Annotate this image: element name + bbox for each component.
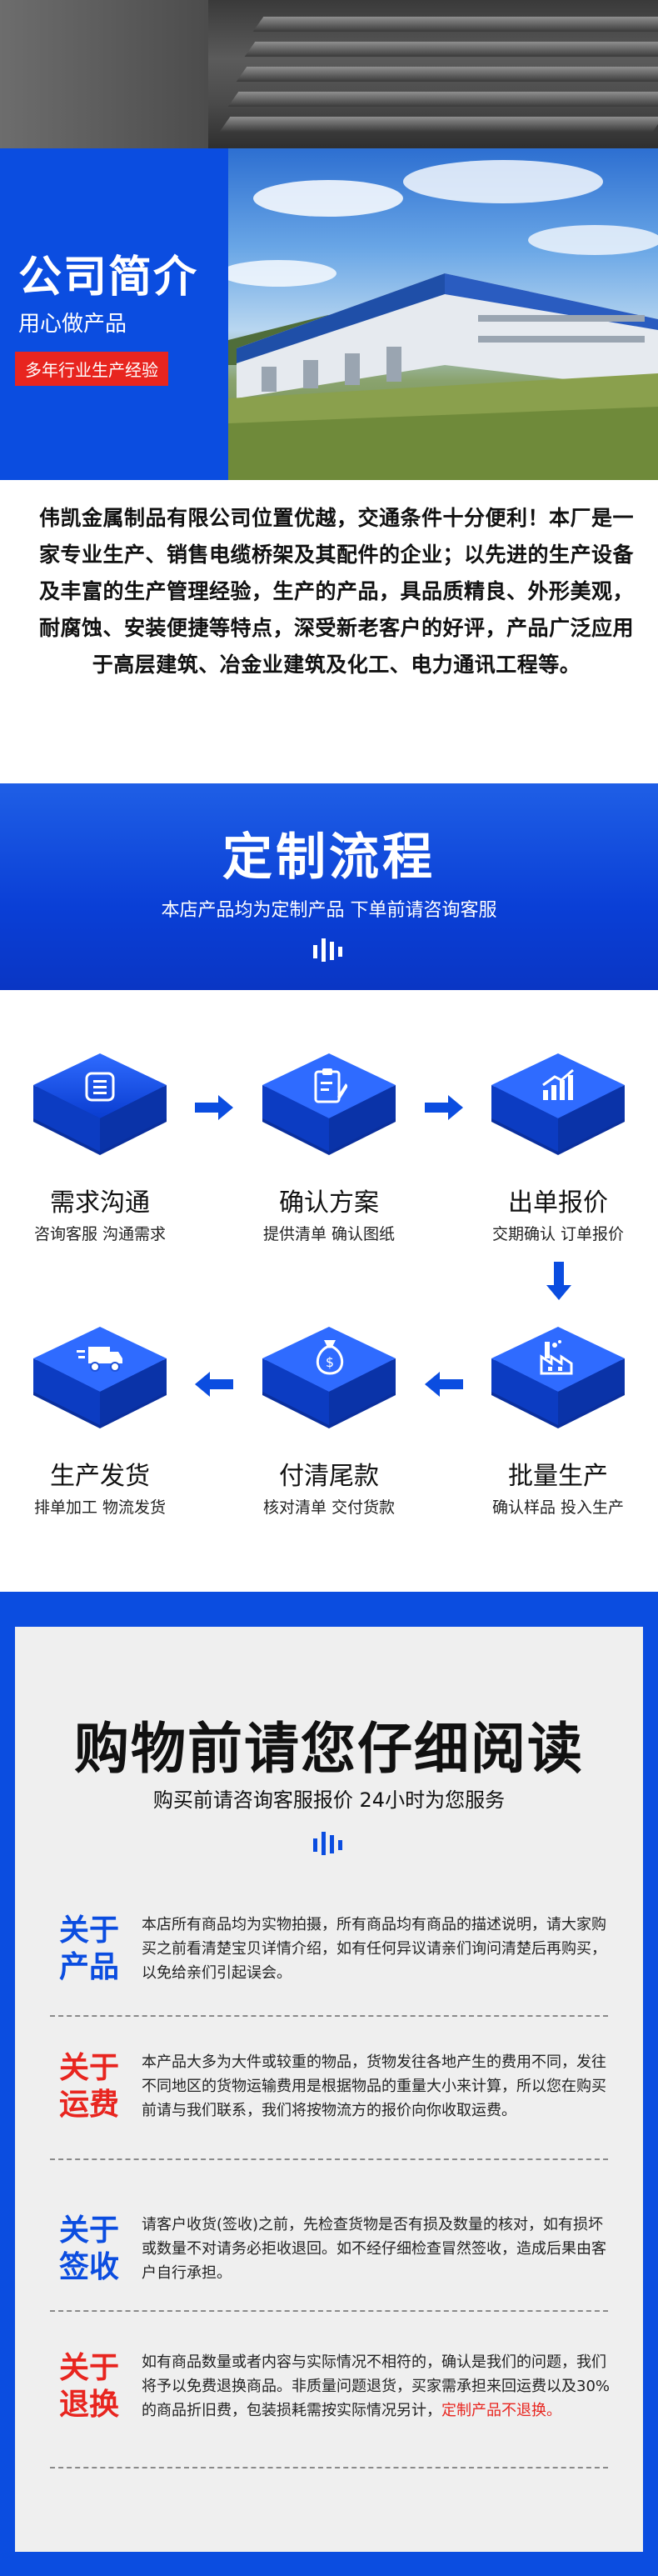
process-title: 定制流程 [222,828,436,887]
arrow-right-icon [425,1095,463,1120]
about-text: 请客户收货(签收)之前，先检查货物是否有损及数量的核对，如有损坏或数量不对请务必… [142,2216,606,2282]
about-label: 关于运费 [58,2051,119,2122]
step-title: 批量生产 [508,1462,608,1491]
about-text: 本产品大多为大件或较重的物品，货物发往各地产生的费用不同，发往不同地区的货物运输… [142,2053,606,2119]
experience-badge: 多年行业生产经验 [15,352,168,386]
step-tile [262,1327,396,1428]
step-desc: 提供清单 确认图纸 [262,1225,396,1243]
notice-subtitle: 购买前请咨询客服报价 24小时为您服务 [152,1788,506,1812]
arrow-right-icon [195,1095,233,1120]
factory-illustration [228,160,658,480]
return-policy-text: 如有商品数量或者内容与实际情况不相符的，确认是我们的问题，我们将予以免费退换商品… [142,2353,611,2419]
arrow-left-icon [195,1372,233,1397]
money-bag-icon: $ [316,1340,344,1375]
arrow-left-icon [425,1372,463,1397]
no-return-notice: 定制产品不退换。 [441,2402,561,2419]
step-desc: 确认样品 投入生产 [491,1498,625,1517]
step-title: 确认方案 [279,1188,379,1218]
factory-icon [540,1340,573,1375]
factory-photo [228,148,658,480]
product-photo [0,0,658,148]
step-tile [491,1053,625,1155]
growth-chart-icon [542,1068,574,1100]
step-title: 需求沟通 [50,1188,150,1218]
notice-card [15,1627,643,2552]
about-label: 关于退换 [58,2351,119,2422]
step-title: 生产发货 [50,1462,150,1491]
step-tile [262,1053,396,1155]
about-text: 如有商品数量或者内容与实际情况不相符的，确认是我们的问题，我们将予以免费退换商品… [142,2350,616,2423]
divider [50,2158,608,2160]
intro-subtitle: 用心做产品 [18,312,127,337]
divider [50,2467,608,2468]
about-text: 本店所有商品均为实物拍摄，所有商品均有商品的描述说明，请大家购买之前看清楚宝贝详… [142,1916,606,1982]
document-list-icon [85,1072,115,1102]
intro-panel: 公司简介 用心做产品 多年行业生产经验 [0,148,228,480]
step-desc: 排单加工 物流发货 [33,1498,167,1517]
company-intro: 公司简介 用心做产品 多年行业生产经验 [0,148,658,480]
intro-title: 公司简介 [18,253,199,303]
svg-text:$: $ [326,1354,334,1370]
about-label: 关于签收 [58,2213,119,2284]
step-desc: 交期确认 订单报价 [491,1225,625,1243]
sound-bars-icon [313,938,342,962]
divider [50,2310,608,2312]
step-title: 出单报价 [508,1188,608,1218]
step-title: 付清尾款 [279,1462,379,1491]
delivery-truck-icon [77,1347,122,1372]
about-label: 关于产品 [58,1913,119,1984]
intro-description: 伟凯金属制品有限公司位置优越，交通条件十分便利！本厂是一家专业生产、销售电缆桥架… [38,506,634,677]
clipboard-pen-icon [314,1068,347,1103]
step-tile [33,1327,167,1428]
notice-title: 购物前请您仔细阅读 [74,1717,584,1781]
step-desc: 咨询客服 沟通需求 [33,1225,167,1243]
step-tile [491,1327,625,1428]
process-banner: 定制流程 本店产品均为定制产品 下单前请咨询客服 [0,783,658,990]
divider [50,2015,608,2017]
process-subtitle: 本店产品均为定制产品 下单前请咨询客服 [161,900,497,921]
arrow-down-icon [546,1262,571,1300]
step-desc: 核对清单 交付货款 [262,1498,396,1517]
sound-bars-icon [313,1832,342,1855]
step-tile [33,1053,167,1155]
